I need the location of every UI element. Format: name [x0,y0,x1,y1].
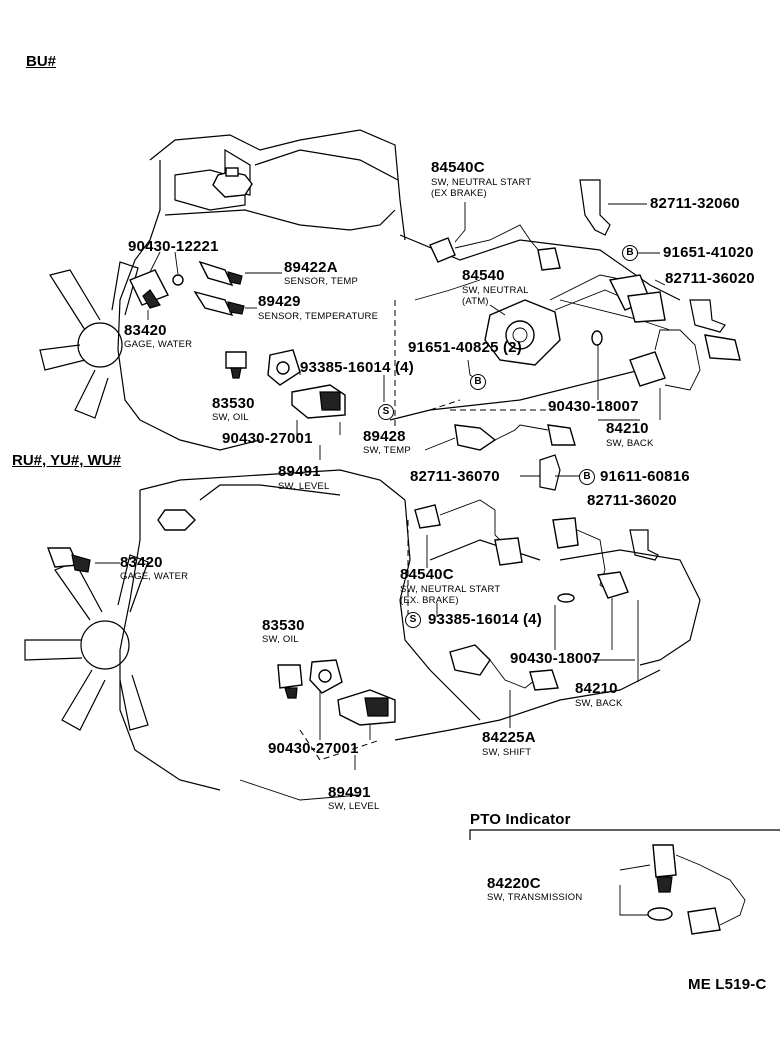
bottom-sensors [46,499,659,726]
top-engine-outline [117,129,681,451]
part-84210-bottom-desc: SW, BACK [575,698,623,709]
bottom-oil-cap [157,509,196,531]
part-84225a-desc: SW, SHIFT [482,747,532,758]
part-84225a-number: 84225A [482,729,536,746]
top-sensors [129,179,741,491]
part-89429-desc: SENSOR, TEMPERATURE [258,311,379,322]
part-91651-41020-number: 91651-41020 [663,244,754,261]
pto-transmission-switch [469,829,780,935]
part-89428-number: 89428 [363,428,406,445]
part-83530-top-number: 83530 [212,395,255,412]
part-84540c-top-number: 84540C [431,159,485,176]
part-83420-bottom-desc: GAGE, WATER [120,571,189,582]
section-bu-heading: BU# [26,53,57,70]
part-84540c-bottom-desc: SW, NEUTRAL START [400,584,501,595]
part-90430-18007-bottom-number: 90430-18007 [510,650,601,667]
part-84540c-top-desc2: (EX BRAKE) [431,188,487,199]
marker-b-circle: B [579,469,595,485]
part-82711-36020-top-number: 82711-36020 [665,270,755,287]
part-90430-27001-bottom-number: 90430-27001 [268,740,359,757]
part-83530-bottom-desc: SW, OIL [262,634,299,645]
part-90430-12221-number: 90430-12221 [128,238,219,255]
part-93385-bottom-number: 93385-16014 (4) [428,611,542,628]
part-83420-top-desc: GAGE, WATER [124,339,193,350]
part-89491-bottom-desc: SW, LEVEL [328,801,380,812]
part-89428-desc: SW, TEMP [363,445,411,456]
part-89429-number: 89429 [258,293,301,310]
part-93385-top-number: 93385-16014 (4) [300,359,414,376]
part-89491-top-desc: SW, LEVEL [278,481,330,492]
part-82711-36070-number: 82711-36070 [410,468,500,485]
part-89491-bottom-number: 89491 [328,784,371,801]
part-84540c-bottom-number: 84540C [400,566,454,583]
part-83530-bottom-number: 83530 [262,617,305,634]
section-ru-yu-wu-heading: RU#, YU#, WU# [12,452,121,469]
part-91651-40825-number: 91651-40825 (2) [408,339,522,356]
part-83420-top-number: 83420 [124,322,167,339]
oil-filler-cap [212,167,253,198]
part-82711-32060-number: 82711-32060 [650,195,740,212]
bottom-engine-outline [119,469,701,801]
part-83530-top-desc: SW, OIL [212,412,249,423]
part-84210-top-desc: SW, BACK [606,438,654,449]
part-84540-desc: SW, NEUTRAL [462,285,529,296]
diagram-code-footer: ME L519-C [688,976,767,993]
part-84220c-desc: SW, TRANSMISSION [487,892,583,903]
part-84540-number: 84540 [462,267,505,284]
leader-lines [95,202,666,916]
section-pto-heading: PTO Indicator [470,811,571,828]
part-89491-top-number: 89491 [278,463,321,480]
marker-s-circle: S [405,612,421,628]
part-84540-desc2: (ATM) [462,296,489,307]
part-84220c-number: 84220C [487,875,541,892]
part-82711-36020-bottom-number: 82711-36020 [587,492,677,509]
part-91611-60816-number: 91611-60816 [600,468,690,485]
part-84540c-top-desc: SW, NEUTRAL START [431,177,532,188]
part-84540c-bottom-desc2: (EX. BRAKE) [400,595,459,606]
marker-b-circle: B [470,374,486,390]
top-fan-blades [39,261,139,419]
part-84210-bottom-number: 84210 [575,680,618,697]
part-84210-top-number: 84210 [606,420,649,437]
part-89422a-number: 89422A [284,259,338,276]
part-90430-18007-top-number: 90430-18007 [548,398,639,415]
marker-s-circle: S [378,404,394,420]
part-83420-bottom-number: 83420 [120,554,163,571]
part-90430-27001-top-number: 90430-27001 [222,430,313,447]
part-89422a-desc: SENSOR, TEMP [284,276,359,287]
marker-b-circle: B [622,245,638,261]
